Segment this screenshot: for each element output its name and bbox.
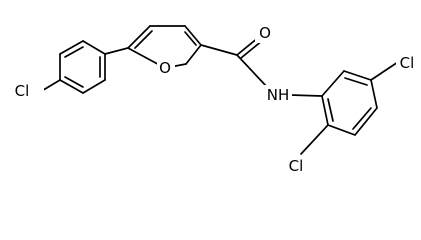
chlorine-atom-label: Cl: [400, 54, 415, 72]
bond: [370, 61, 399, 81]
bond: [184, 31, 197, 46]
bond: [134, 30, 153, 49]
bond: [185, 44, 202, 65]
bond: [59, 79, 84, 94]
bond: [352, 107, 372, 130]
bond: [59, 40, 84, 55]
bond: [321, 95, 329, 126]
bond: [104, 47, 129, 55]
bond: [327, 124, 356, 136]
bond: [127, 25, 151, 49]
bond: [370, 79, 378, 109]
bond: [327, 98, 334, 122]
molecule-structure: Cl O O NH Cl Cl: [2, 23, 420, 175]
chlorine-atom-label: Cl: [289, 157, 304, 175]
bond: [82, 79, 106, 94]
bond: [343, 70, 372, 81]
bond: [236, 54, 269, 89]
bond: [300, 124, 329, 155]
bond: [344, 77, 368, 86]
bond: [289, 94, 323, 97]
atom-labels: Cl O O NH Cl Cl: [2, 23, 420, 175]
bond: [64, 76, 84, 88]
bond: [82, 40, 106, 55]
bond: [354, 107, 378, 136]
bond-layer: [39, 25, 399, 155]
carbonyl-oxygen-label: O: [259, 24, 271, 42]
bond: [200, 44, 238, 56]
bond: [64, 46, 84, 58]
furan-oxygen-label: O: [159, 59, 171, 77]
bond: [321, 70, 345, 97]
chlorine-atom-label: Cl: [15, 82, 30, 100]
bond: [184, 25, 202, 46]
amide-nitrogen-label: NH: [267, 86, 290, 104]
